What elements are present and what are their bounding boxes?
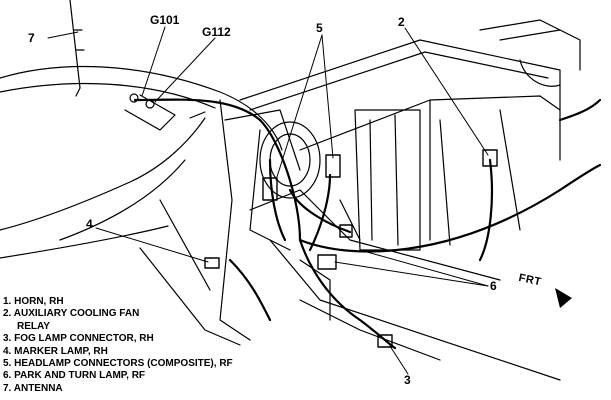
component-legend: 1. HORN, RH 2. AUXILIARY COOLING FAN REL… [3,296,233,395]
legend-item: 5. HEADLAMP CONNECTORS (COMPOSITE), RF [3,358,233,370]
callout-g101: G101 [150,13,180,27]
callout-3: 3 [404,373,411,387]
legend-item: 7. ANTENNA [3,382,63,394]
front-arrow-icon [555,288,572,308]
callout-4: 4 [86,217,93,231]
ground-points [124,93,206,131]
legend-item: 1. HORN, RH [3,296,64,307]
callout-2: 2 [398,15,405,29]
leader-lines [47,26,489,375]
callout-7: 7 [28,31,35,45]
connectors [204,149,498,348]
legend-item: RELAY [17,320,50,332]
callout-g112: G112 [202,25,231,39]
headlamp-housing [249,121,321,251]
radiator-support [239,19,581,381]
callout-5: 5 [316,21,323,35]
legend-item: 6. PARK AND TURN LAMP, RF [3,370,146,382]
wiring-harness [133,98,602,350]
antenna [69,0,85,97]
fender-drawing [0,65,301,346]
callout-6: 6 [490,279,497,293]
legend-item: 3. FOG LAMP CONNECTOR, RH [3,333,154,345]
legend-item: 4. MARKER LAMP, RH [3,345,108,357]
legend-item: 2. AUXILIARY COOLING FAN [3,308,140,320]
